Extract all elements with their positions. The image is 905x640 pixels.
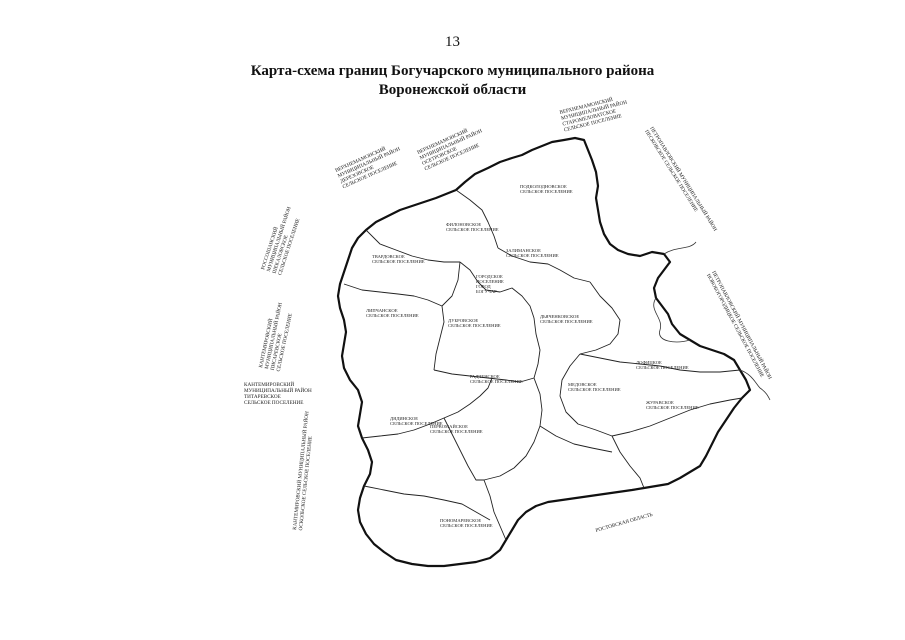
svg-text:ГОРОД: ГОРОД	[476, 284, 492, 289]
label-kantemir-titarevskoe: КАНТЕМИРОВСКИЙ МУНИЦИПАЛЬНЫЙ РАЙОН ТИТАР…	[244, 380, 312, 406]
boundary-dyadinsk-north	[483, 377, 543, 481]
svg-text:СЕЛЬСКОЕ ПОСЕЛЕНИЕ: СЕЛЬСКОЕ ПОСЕЛЕНИЕ	[390, 421, 443, 426]
svg-text:СЕЛЬСКОЕ ПОСЕЛЕНИЕ: СЕЛЬСКОЕ ПОСЕЛЕНИЕ	[244, 400, 303, 406]
svg-text:ЛОФИЦКОЕ: ЛОФИЦКОЕ	[636, 360, 662, 365]
page-number: 13	[445, 34, 460, 50]
svg-text:ЗАЛИМАНСКОЕ: ЗАЛИМАНСКОЕ	[506, 248, 541, 253]
label-ponomarevskoe: ПОНОМАРЕВСКОЕ СЕЛЬСКОЕ ПОСЕЛЕНИЕ	[440, 518, 493, 528]
label-lipchanskoe: ЛИПЧАНСКОЕ СЕЛЬСКОЕ ПОСЕЛЕНИЕ	[366, 308, 419, 318]
svg-text:СЕЛЬСКОЕ ПОСЕЛЕНИЕ: СЕЛЬСКОЕ ПОСЕЛЕНИЕ	[470, 379, 523, 384]
label-radchenskoe: РАДЧЕНСКОЕ СЕЛЬСКОЕ ПОСЕЛЕНИЕ	[470, 374, 523, 384]
label-medovskoe: МЕДОВСКОЕ СЕЛЬСКОЕ ПОСЕЛЕНИЕ	[568, 382, 621, 392]
svg-text:СЕЛЬСКОЕ ПОСЕЛЕНИЕ: СЕЛЬСКОЕ ПОСЕЛЕНИЕ	[430, 429, 483, 434]
page-title: Карта-схема границ Богучарского муниципа…	[0, 62, 905, 100]
svg-text:КАНТЕМИРОВСКИЙ: КАНТЕМИРОВСКИЙ	[244, 380, 294, 388]
boundary-dubrovsk-radchensk	[533, 317, 541, 379]
label-zalimanskoe: ЗАЛИМАНСКОЕ СЕЛЬСКОЕ ПОСЕЛЕНИЕ	[506, 248, 559, 258]
boundary-tvardovsk-lipchansk	[343, 283, 443, 307]
boundary-boguchar-town	[459, 261, 535, 319]
don-river	[653, 241, 771, 401]
boundary-ponomarevsk-west	[363, 485, 491, 521]
svg-text:ДУБРОВСКОЕ: ДУБРОВСКОЕ	[448, 318, 478, 323]
svg-text:СЕЛЬСКОЕ ПОСЕЛЕНИЕ: СЕЛЬСКОЕ ПОСЕЛЕНИЕ	[520, 189, 573, 194]
label-petropavl-peskovskoe: ПЕТРОПАВЛОВСКИЙ МУНИЦИПАЛЬНЫЙ РАЙОН ПЕСК…	[643, 125, 720, 233]
label-kantemir-oskolskoe: КАНТЕМИРОВСКИЙ МУНИЦИПАЛЬНЫЙ РАЙОН ОСКОЛ…	[290, 410, 314, 530]
label-lofitskoe: ЛОФИЦКОЕ СЕЛЬСКОЕ ПОСЕЛЕНИЕ	[636, 360, 689, 370]
svg-text:СЕЛЬСКОЕ ПОСЕЛЕНИЕ: СЕЛЬСКОЕ ПОСЕЛЕНИЕ	[440, 523, 493, 528]
svg-text:СЕЛЬСКОЕ ПОСЕЛЕНИЕ: СЕЛЬСКОЕ ПОСЕЛЕНИЕ	[446, 227, 499, 232]
title-line-1: Карта-схема границ Богучарского муниципа…	[250, 63, 655, 79]
svg-text:ПЕТРОПАВЛОВСКИЙ МУНИЦИПАЛЬНЫЙ: ПЕТРОПАВЛОВСКИЙ МУНИЦИПАЛЬНЫЙ РАЙОН	[710, 269, 774, 380]
boundary-ponomarevsk	[443, 417, 507, 541]
label-verkhnemamon-derezovskoe: ВЕРХНЕМАМОНСКИЙ МУНИЦИПАЛЬНЫЙ РАЙОН ДЕРЕ…	[334, 144, 402, 190]
svg-text:СЕЛЬСКОЕ ПОСЕЛЕНИЕ: СЕЛЬСКОЕ ПОСЕЛЕНИЕ	[540, 319, 593, 324]
svg-text:ДЯДИНСКОЕ: ДЯДИНСКОЕ	[390, 416, 418, 421]
label-verkhnemamon-staromelovatskoe: ВЕРХНЕМАМОНСКИЙ МУНИЦИПАЛЬНЫЙ РАЙОН СТАР…	[559, 95, 628, 134]
svg-text:ПОДКОЛОДНОВСКОЕ: ПОДКОЛОДНОВСКОЕ	[520, 184, 567, 189]
boundary-lofitsk-north	[579, 353, 741, 373]
svg-text:ПЕТРОПАВЛОВСКИЙ МУНИЦИПАЛЬНЫЙ: ПЕТРОПАВЛОВСКИЙ МУНИЦИПАЛЬНЫЙ РАЙОН	[648, 125, 719, 233]
svg-text:СЕЛЬСКОЕ ПОСЕЛЕНИЕ: СЕЛЬСКОЕ ПОСЕЛЕНИЕ	[646, 405, 699, 410]
svg-text:ТВАРДОВСКОЕ: ТВАРДОВСКОЕ	[372, 254, 405, 259]
svg-text:СЕЛЬСКОЕ ПОСЕЛЕНИЕ: СЕЛЬСКОЕ ПОСЕЛЕНИЕ	[372, 259, 425, 264]
svg-text:ПОСЕЛЕНИЕ: ПОСЕЛЕНИЕ	[476, 279, 504, 284]
boundary-medovsk-west	[559, 353, 613, 437]
boundary-zalimansk-east	[497, 247, 591, 283]
district-outer-boundary	[336, 136, 752, 568]
svg-text:РОСТОВСКАЯ ОБЛАСТЬ: РОСТОВСКАЯ ОБЛАСТЬ	[595, 512, 654, 534]
svg-text:ФИЛОНОВСКОЕ: ФИЛОНОВСКОЕ	[446, 222, 481, 227]
label-dyachenkovskoe: ДЬЯЧЕНКОВСКОЕ СЕЛЬСКОЕ ПОСЕЛЕНИЕ	[540, 314, 593, 324]
svg-text:ТИТАРЕВСКОЕ: ТИТАРЕВСКОЕ	[244, 394, 281, 400]
title-line-2: Воронежской области	[378, 82, 527, 98]
boundary-podkolod-filonovsk	[455, 189, 499, 249]
svg-text:ЖУРАВСКОЕ: ЖУРАВСКОЕ	[646, 400, 674, 405]
svg-text:МЕДОВСКОЕ: МЕДОВСКОЕ	[568, 382, 597, 387]
svg-text:БОГУЧАР: БОГУЧАР	[476, 289, 497, 294]
label-zhuravskoe: ЖУРАВСКОЕ СЕЛЬСКОЕ ПОСЕЛЕНИЕ	[646, 400, 699, 410]
label-pervomayskoe: ПЕРВОМАЙСКОЕ СЕЛЬСКОЕ ПОСЕЛЕНИЕ	[430, 424, 483, 434]
boundary-radchensk-north	[433, 369, 535, 383]
label-podkolodnovskoe: ПОДКОЛОДНОВСКОЕ СЕЛЬСКОЕ ПОСЕЛЕНИЕ	[520, 184, 573, 194]
svg-text:МУНИЦИПАЛЬНЫЙ РАЙОН: МУНИЦИПАЛЬНЫЙ РАЙОН	[244, 386, 312, 394]
boundary-filonovsk-tvardovsk	[365, 229, 460, 263]
label-dubrovskoe: ДУБРОВСКОЕ СЕЛЬСКОЕ ПОСЕЛЕНИЕ	[448, 318, 501, 328]
label-dyadinskoe: ДЯДИНСКОЕ СЕЛЬСКОЕ ПОСЕЛЕНИЕ	[390, 416, 443, 426]
svg-text:ПЕСКОВСКОЕ СЕЛЬСКОЕ ПОСЕЛЕНИЕ: ПЕСКОВСКОЕ СЕЛЬСКОЕ ПОСЕЛЕНИЕ	[643, 129, 699, 213]
boundary-zhuravsk-west	[611, 397, 743, 437]
label-rostov-oblast: РОСТОВСКАЯ ОБЛАСТЬ	[595, 512, 654, 534]
boundary-dyachenk-south	[579, 281, 621, 355]
label-rossosh-shekalovskoe: РОССОШАНСКИЙ МУНИЦИПАЛЬНЫЙ РАЙОН ШЕКАЛОВ…	[258, 205, 301, 276]
label-petropavl-novobogoroditskoe: ПЕТРОПАВЛОВСКИЙ МУНИЦИПАЛЬНЫЙ РАЙОН НОВО…	[705, 269, 775, 380]
label-kantemir-pisarevskoe: КАНТЕМИРОВСКИЙ МУНИЦИПАЛЬНЫЙ РАЙОН ПИСАР…	[256, 301, 294, 372]
svg-text:ГОРОДСКОЕ: ГОРОДСКОЕ	[476, 274, 503, 279]
svg-text:ПЕРВОМАЙСКОЕ: ПЕРВОМАЙСКОЕ	[430, 424, 468, 429]
label-boguchar-town: ГОРОДСКОЕ ПОСЕЛЕНИЕ ГОРОД БОГУЧАР	[476, 274, 504, 294]
svg-text:ЛИПЧАНСКОЕ: ЛИПЧАНСКОЕ	[366, 308, 398, 313]
svg-text:СЕЛЬСКОЕ ПОСЕЛЕНИЕ: СЕЛЬСКОЕ ПОСЕЛЕНИЕ	[636, 365, 689, 370]
boundary-dubrovsk-west	[441, 261, 461, 307]
label-verkhnemamon-osetrovskoe: ВЕРХНЕМАМОНСКИЙ МУНИЦИПАЛЬНЫЙ РАЙОН ОСЕТ…	[416, 126, 484, 172]
svg-text:СЕЛЬСКОЕ ПОСЕЛЕНИЕ: СЕЛЬСКОЕ ПОСЕЛЕНИЕ	[568, 387, 621, 392]
label-tvardovskoe: ТВАРДОВСКОЕ СЕЛЬСКОЕ ПОСЕЛЕНИЕ	[372, 254, 425, 264]
label-filonovskoe: ФИЛОНОВСКОЕ СЕЛЬСКОЕ ПОСЕЛЕНИЕ	[446, 222, 499, 232]
boundary-medovsk-south	[539, 425, 613, 453]
svg-text:ПОНОМАРЕВСКОЕ: ПОНОМАРЕВСКОЕ	[440, 518, 481, 523]
boundary-lipchansk-pervomaysk	[433, 305, 445, 371]
svg-text:РАДЧЕНСКОЕ: РАДЧЕНСКОЕ	[470, 374, 500, 379]
svg-text:СЕЛЬСКОЕ ПОСЕЛЕНИЕ: СЕЛЬСКОЕ ПОСЕЛЕНИЕ	[366, 313, 419, 318]
boundary-zhuravsk-south	[611, 435, 645, 489]
svg-text:СЕЛЬСКОЕ ПОСЕЛЕНИЕ: СЕЛЬСКОЕ ПОСЕЛЕНИЕ	[506, 253, 559, 258]
svg-text:СЕЛЬСКОЕ ПОСЕЛЕНИЕ: СЕЛЬСКОЕ ПОСЕЛЕНИЕ	[448, 323, 501, 328]
svg-text:ДЬЯЧЕНКОВСКОЕ: ДЬЯЧЕНКОВСКОЕ	[540, 314, 579, 319]
